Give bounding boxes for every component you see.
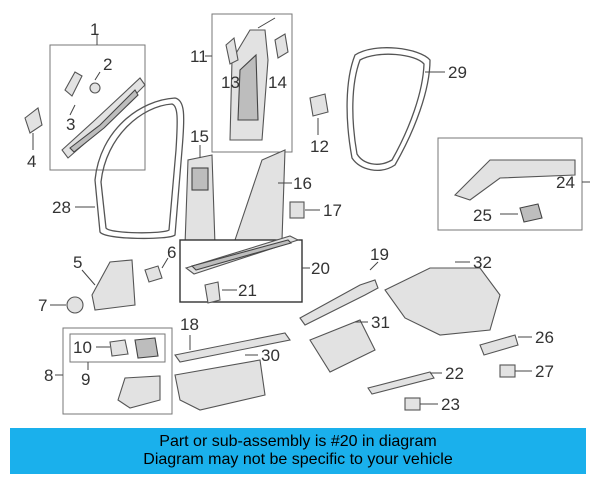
- part-29-door-seal-inner: [352, 53, 425, 165]
- part-16-pillar-trim[interactable]: [234, 149, 286, 241]
- part-17-clip[interactable]: [289, 201, 305, 219]
- callout-13: 13: [221, 73, 240, 92]
- part-18-sill-trim[interactable]: [174, 332, 291, 363]
- callout-6: 6: [167, 243, 176, 262]
- banner-line-2: Diagram may not be specific to your vehi…: [143, 451, 453, 468]
- part-13-clip[interactable]: [225, 36, 239, 65]
- part-20-sill-insert: [190, 239, 293, 271]
- callout-9: 9: [81, 370, 90, 389]
- part-26-bracket[interactable]: [479, 334, 519, 356]
- part-2-screw[interactable]: [89, 82, 101, 94]
- callout-7: 7: [38, 296, 47, 315]
- part-28-door-seal-inner: [100, 103, 178, 234]
- callout-18: 18: [180, 315, 199, 334]
- group-box-8: [62, 327, 173, 415]
- part-14-clip[interactable]: [274, 33, 289, 59]
- callout-3: 3: [66, 115, 75, 134]
- callout-2: 2: [103, 55, 112, 74]
- group-box-11: [211, 13, 293, 153]
- banner-line-1: Part or sub-assembly is #20 in diagram: [159, 433, 437, 450]
- notice-banner: Part or sub-assembly is #20 in diagram D…: [10, 428, 586, 474]
- callout-4: 4: [27, 152, 36, 171]
- callout-31: 31: [371, 313, 390, 332]
- part-28-door-seal[interactable]: [94, 97, 185, 240]
- part-7-plug[interactable]: [66, 296, 84, 314]
- group-box-9: [69, 333, 166, 363]
- callout-19: 19: [370, 245, 389, 264]
- callout-25: 25: [473, 206, 492, 225]
- part-32-carpet[interactable]: [384, 267, 501, 336]
- callout-26: 26: [535, 328, 554, 347]
- callout-15: 15: [190, 127, 209, 146]
- part-8-bracket[interactable]: [117, 375, 161, 409]
- callout-12: 12: [310, 137, 329, 156]
- part-5-kick-panel[interactable]: [91, 259, 136, 311]
- part-3-insert: [69, 89, 139, 153]
- part-21-clip[interactable]: [204, 281, 221, 304]
- callout-20: 20: [311, 259, 330, 278]
- part-10-fastener[interactable]: [109, 339, 129, 357]
- callout-8: 8: [44, 366, 53, 385]
- callout-29: 29: [448, 63, 467, 82]
- part-3-clip[interactable]: [64, 71, 83, 97]
- part-30-floor-trim[interactable]: [174, 359, 266, 411]
- callout-11: 11: [190, 47, 208, 66]
- callout-22: 22: [445, 364, 464, 383]
- part-4-clip[interactable]: [24, 107, 43, 134]
- part-25-clip[interactable]: [519, 203, 543, 223]
- part-23-clip[interactable]: [404, 397, 421, 411]
- part-10-block: [134, 337, 159, 359]
- callout-23: 23: [441, 395, 460, 414]
- callout-10: 10: [73, 338, 92, 357]
- part-6-clip[interactable]: [144, 265, 163, 283]
- callout-28: 28: [52, 198, 71, 217]
- part-29-door-seal[interactable]: [346, 47, 431, 171]
- callout-5: 5: [73, 253, 82, 272]
- part-22-trim-strip[interactable]: [367, 371, 435, 395]
- callout-14: 14: [268, 73, 287, 92]
- part-15-insert: [191, 167, 209, 191]
- part-11-pillar-inner: [237, 53, 259, 121]
- part-12-bracket[interactable]: [309, 93, 329, 117]
- part-24-step-trim[interactable]: [453, 159, 576, 201]
- part-27-clip[interactable]: [499, 364, 516, 378]
- callout-1: 1: [90, 20, 99, 39]
- callout-30: 30: [261, 346, 280, 365]
- callout-21: 21: [238, 281, 257, 300]
- callout-16: 16: [293, 174, 312, 193]
- callout-17: 17: [323, 201, 342, 220]
- callout-24: 24: [556, 173, 575, 192]
- part-group-1: [49, 35, 146, 171]
- part-31-floor-mat[interactable]: [309, 319, 376, 373]
- callout-32: 32: [473, 253, 492, 272]
- group-box-24: [437, 137, 583, 231]
- callout-27: 27: [535, 362, 554, 381]
- parts-diagram: 1 2 3 4 28 11 13 14 12 15 16 17 29 24 25: [24, 13, 590, 415]
- part-19-scuff-strip[interactable]: [299, 279, 379, 326]
